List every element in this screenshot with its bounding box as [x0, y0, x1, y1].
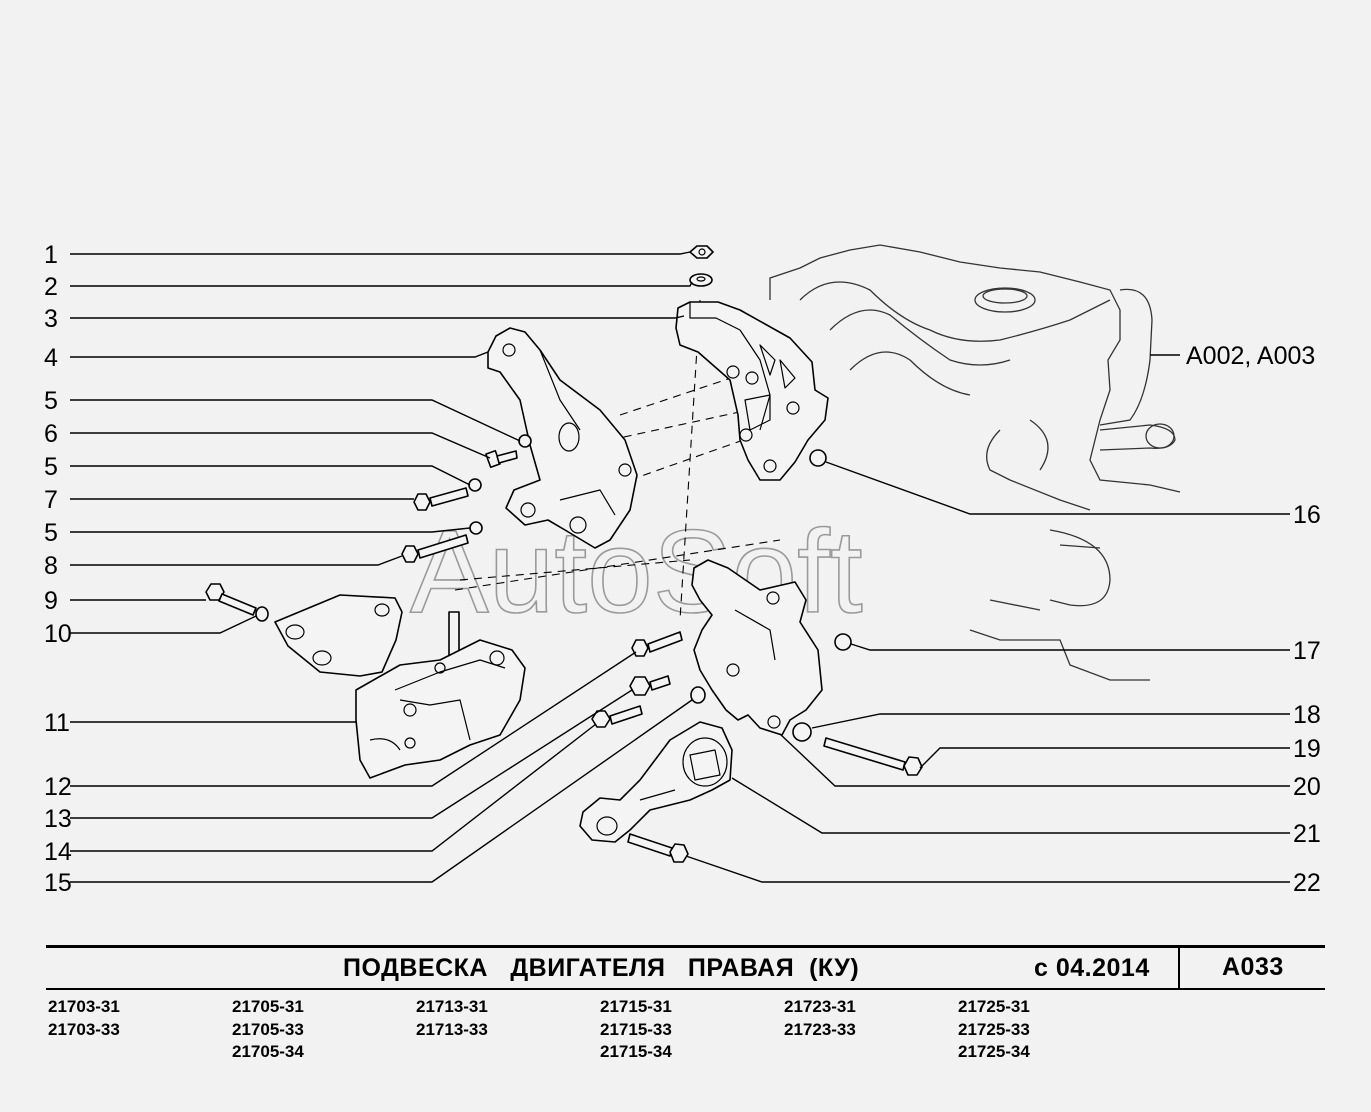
torque-rod-part-21 [579, 721, 733, 843]
bushing-part-18 [792, 722, 812, 742]
leader-lines-right [685, 354, 1290, 883]
callout-5b: 5 [44, 453, 58, 481]
bolt-part-8 [401, 534, 469, 563]
reference-label: A002, A003 [1186, 342, 1315, 370]
engine-outline [769, 244, 1181, 681]
upper-bracket-part-3 [675, 301, 829, 481]
callout-17: 17 [1293, 637, 1321, 665]
callout-1: 1 [44, 241, 58, 269]
bolt-part-13 [629, 675, 671, 696]
bolt-part-14 [591, 705, 643, 728]
bushings [792, 449, 852, 742]
callout-2: 2 [44, 273, 58, 301]
washer-part-15 [690, 686, 706, 704]
callout-20: 20 [1293, 773, 1321, 801]
bracket-part-4 [487, 327, 638, 549]
washer-part-10 [255, 606, 269, 622]
callouts-right: A002, A003 16 17 18 19 20 21 22 [1186, 342, 1321, 897]
callout-7: 7 [44, 486, 58, 514]
callout-18: 18 [1293, 701, 1321, 729]
bushing-part-17 [834, 633, 852, 651]
callouts-left: 1 2 3 4 5 6 5 7 5 8 9 10 11 12 13 14 15 [44, 241, 72, 897]
bolt-part-22 [627, 833, 689, 863]
callout-19: 19 [1293, 735, 1321, 763]
callout-9: 9 [44, 587, 58, 615]
callout-8: 8 [44, 552, 58, 580]
callout-4: 4 [44, 344, 58, 372]
callout-15: 15 [44, 869, 72, 897]
engine-mount-part-11 [355, 611, 526, 779]
leader-lines-left [70, 251, 693, 883]
callout-21: 21 [1293, 820, 1321, 848]
lower-bracket [691, 559, 823, 736]
callout-13: 13 [44, 805, 72, 833]
bolt-part-9 [205, 583, 257, 616]
fasteners-lower [591, 631, 706, 728]
callout-3: 3 [44, 305, 58, 333]
bolt-part-7 [413, 487, 469, 511]
bolt-part-19 [823, 737, 923, 776]
bolt-part-6 [485, 449, 518, 469]
callout-10: 10 [44, 620, 72, 648]
callout-14: 14 [44, 838, 72, 866]
nut-part-1 [689, 245, 714, 259]
washer-part-2 [689, 273, 713, 287]
plate-bracket [274, 594, 403, 677]
callout-5a: 5 [44, 387, 58, 415]
callout-11: 11 [44, 709, 70, 737]
callout-16: 16 [1293, 501, 1321, 529]
callout-5c: 5 [44, 519, 58, 547]
callout-22: 22 [1293, 869, 1321, 897]
callout-12: 12 [44, 773, 72, 801]
callout-6: 6 [44, 420, 58, 448]
bushing-part-16 [809, 449, 827, 467]
